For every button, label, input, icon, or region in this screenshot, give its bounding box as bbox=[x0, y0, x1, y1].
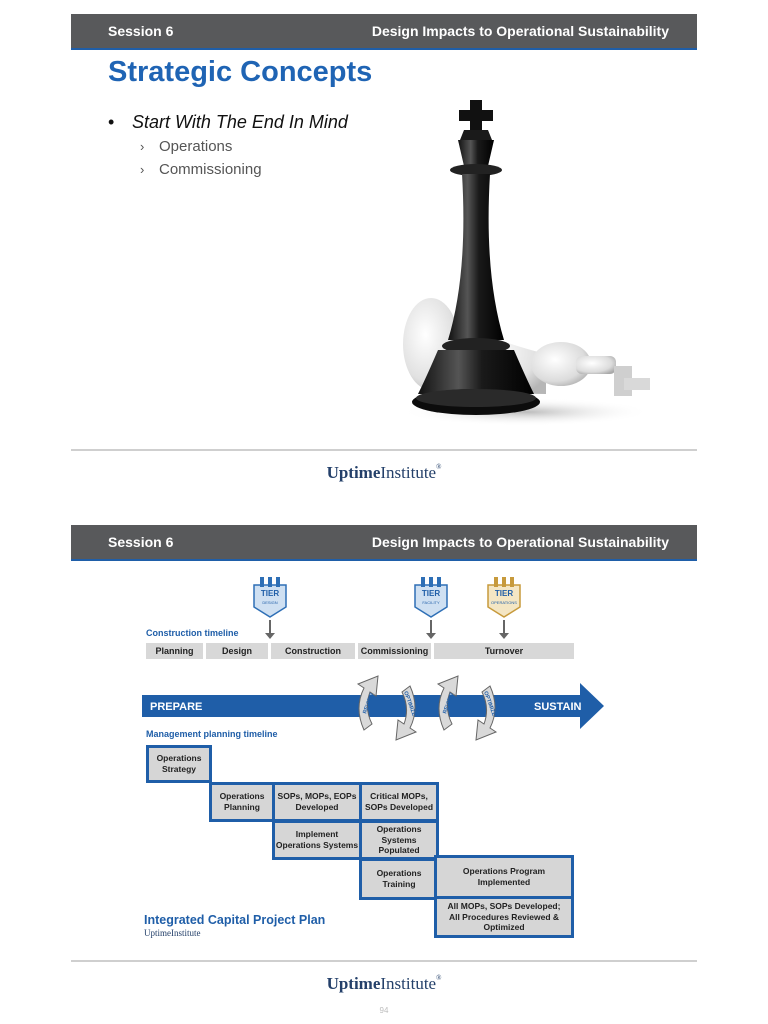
svg-text:OPERATIONS: OPERATIONS bbox=[491, 600, 517, 605]
phase-turnover: Turnover bbox=[434, 643, 574, 659]
svg-text:TIER: TIER bbox=[422, 589, 440, 598]
header-accent bbox=[71, 48, 697, 50]
bullet-item: •Start With The End In Mind bbox=[108, 112, 348, 132]
svg-text:TIER: TIER bbox=[495, 589, 513, 598]
svg-text:DESIGN: DESIGN bbox=[262, 600, 277, 605]
down-arrow-icon bbox=[499, 620, 509, 639]
box-operations-strategy: Operations Strategy bbox=[146, 745, 212, 783]
phase-planning: Planning bbox=[146, 643, 203, 659]
phase-commissioning: Commissioning bbox=[358, 643, 431, 659]
tier-facility-badge-icon: TIER FACILITY bbox=[414, 577, 448, 618]
chess-king-icon bbox=[401, 100, 651, 426]
review-optimize-cycle-icon: REVIEW OPTIMIZE bbox=[436, 675, 498, 741]
page-number: 94 bbox=[379, 1006, 389, 1015]
uptime-institute-small-logo: UptimeInstitute bbox=[144, 928, 201, 938]
box-operations-planning: Operations Planning bbox=[209, 782, 275, 822]
box-sops-mops-eops: SOPs, MOPs, EOPs Developed bbox=[272, 782, 362, 822]
chevron-right-icon: › bbox=[140, 162, 145, 177]
management-timeline-label: Management planning timeline bbox=[146, 729, 278, 739]
uptime-institute-logo: UptimeInstitute® bbox=[326, 974, 442, 993]
black-king bbox=[412, 100, 540, 415]
slide2-divider bbox=[71, 960, 697, 962]
box-critical-mops: Critical MOPs, SOPs Developed bbox=[359, 782, 439, 822]
down-arrow-icon bbox=[265, 620, 275, 639]
box-all-procedures-reviewed: All MOPs, SOPs Developed; All Procedures… bbox=[434, 896, 574, 938]
tier-operations-badge-icon: TIER OPERATIONS bbox=[487, 577, 521, 618]
phase-construction: Construction bbox=[271, 643, 355, 659]
box-implement-operations-systems: Implement Operations Systems bbox=[272, 820, 362, 860]
bullet-text: Start With The End In Mind bbox=[132, 112, 348, 132]
plan-title: Integrated Capital Project Plan bbox=[144, 913, 326, 927]
box-operations-training: Operations Training bbox=[359, 858, 439, 900]
box-operations-program-implemented: Operations Program Implemented bbox=[434, 855, 574, 899]
sub-bullet-commissioning: ›Commissioning bbox=[140, 161, 262, 178]
svg-text:TIER: TIER bbox=[261, 589, 279, 598]
slide-title: Strategic Concepts bbox=[108, 56, 373, 88]
slide1-header: Session 6 Design Impacts to Operational … bbox=[71, 14, 697, 50]
svg-text:FACILITY: FACILITY bbox=[422, 600, 440, 605]
session-label: Session 6 bbox=[108, 23, 174, 39]
arrow-head bbox=[580, 683, 604, 729]
phase-design: Design bbox=[206, 643, 268, 659]
slide2-header: Session 6 Design Impacts to Operational … bbox=[71, 525, 697, 561]
uptime-institute-logo: UptimeInstitute® bbox=[326, 463, 442, 482]
integrated-capital-project-plan-diagram: TIER DESIGN TIER FACILITY TIER OPERATION… bbox=[84, 562, 684, 956]
review-optimize-cycle-icon: REVIEW OPTIMIZE bbox=[356, 675, 418, 741]
prepare-label: PREPARE bbox=[150, 701, 203, 713]
chevron-right-icon: › bbox=[140, 139, 145, 154]
box-operations-systems-populated: Operations Systems Populated bbox=[359, 820, 439, 860]
tier-design-badge-icon: TIER DESIGN bbox=[253, 577, 287, 618]
session-topic: Design Impacts to Operational Sustainabi… bbox=[371, 23, 669, 39]
sustain-label: SUSTAIN bbox=[534, 701, 582, 713]
sub-bullet-operations: ›Operations bbox=[140, 138, 233, 155]
slide1-divider bbox=[71, 449, 697, 451]
session-topic: Design Impacts to Operational Sustainabi… bbox=[371, 534, 669, 550]
header-accent bbox=[71, 559, 697, 561]
session-label: Session 6 bbox=[108, 534, 174, 550]
down-arrow-icon bbox=[426, 620, 436, 639]
construction-timeline-label: Construction timeline bbox=[146, 628, 239, 638]
